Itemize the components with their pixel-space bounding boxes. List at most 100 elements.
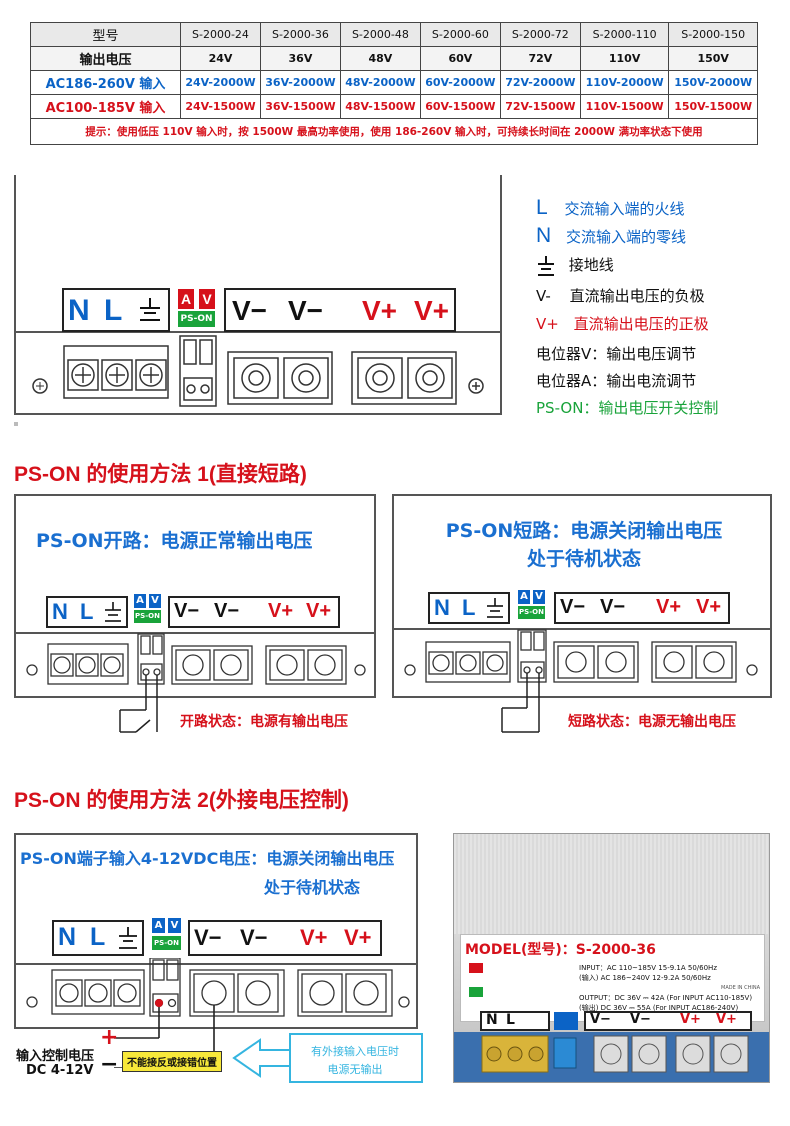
terminal-vminus-label: V− <box>560 596 586 618</box>
method2-caption-line2: 处于待机状态 <box>264 878 361 897</box>
photo-n-label: N <box>486 1012 498 1028</box>
open-caption: PS-ON开路：电源正常输出电压 <box>36 530 313 552</box>
photo-model: MODEL(型号)：S-2000-36 <box>465 942 656 958</box>
ground-icon <box>487 598 503 618</box>
table-row-note: 提示：使用低压 110V 输入时，按 1500W 最高功率使用，使用 186-2… <box>30 118 758 145</box>
power-cell: 36V-2000W <box>259 70 341 95</box>
photo-ac-label-box <box>480 1011 550 1031</box>
terminal-vplus-label: V+ <box>696 596 722 618</box>
model-cell: S-2000-36 <box>259 22 341 47</box>
dc-label-box <box>554 592 730 624</box>
photo-vent <box>454 834 769 934</box>
table-note: 提示：使用低压 110V 输入时，按 1500W 最高功率使用，使用 186-2… <box>30 118 758 145</box>
photo-vplus-label: V+ <box>680 1012 701 1027</box>
table-row-ac100: AC100-185V 输入 24V-1500W 36V-1500W 48V-15… <box>30 94 758 119</box>
photo-flag-green <box>469 987 483 997</box>
photo-made-in: MADE IN CHINA <box>721 985 761 991</box>
terminal-vplus-label: V+ <box>414 295 450 326</box>
ground-icon <box>105 602 121 622</box>
ground-icon <box>538 255 554 276</box>
method2-caption-line1: PS-ON端子输入4-12VDC电压：电源关闭输出电压 <box>20 849 395 868</box>
ac186-label: AC186-260V 输入 <box>30 70 181 95</box>
callout-arrow <box>232 1033 423 1083</box>
pot-a-label: A <box>518 590 530 604</box>
legend-vplus: V+ 直流输出电压的正极 <box>536 313 709 334</box>
power-cell: 72V-2000W <box>499 70 581 95</box>
terminal-vminus-label: V− <box>288 295 324 326</box>
minus-sign: − <box>100 1052 119 1077</box>
voltage-cell: 72V <box>499 46 581 71</box>
power-cell: 60V-1500W <box>419 94 501 119</box>
model-cell: S-2000-110 <box>579 22 670 47</box>
power-cell: 24V-2000W <box>180 70 261 95</box>
header-label: 型号 <box>30 22 181 47</box>
power-cell: 72V-1500W <box>499 94 581 119</box>
power-cell: 110V-1500W <box>579 94 670 119</box>
method2-title: PS-ON 的使用方法 2(外接电压控制) <box>14 789 349 812</box>
pson-label: PS-ON <box>134 610 161 623</box>
power-cell: 48V-1500W <box>339 94 421 119</box>
photo-vminus-label: V− <box>590 1012 611 1027</box>
pot-v-label: V <box>533 590 545 604</box>
pot-a-label: A <box>134 594 146 608</box>
ac-label-box <box>46 596 128 628</box>
legend-vplus-key: V+ <box>536 315 559 333</box>
power-cell: 24V-1500W <box>180 94 261 119</box>
terminal-n-label: N <box>68 294 90 327</box>
pot-a-label: A <box>152 918 165 933</box>
terminal-vminus-label: V− <box>194 925 222 950</box>
photo-input-cn: (输入) AC 186~240V 12-9.2A 50/60Hz <box>579 974 711 982</box>
panel-divider <box>16 632 374 634</box>
legend-vminus-key: V- <box>536 287 551 305</box>
legend-ground: 接地线 <box>536 254 614 277</box>
ground-icon <box>140 298 160 321</box>
legend-pot-v: 电位器V：输出电压调节 <box>536 345 697 363</box>
photo-spec-label: MODEL(型号)：S-2000-36 INPUT：AC 110~185V 15… <box>460 934 765 1022</box>
terminal-vminus-label: V− <box>240 925 268 950</box>
terminal-l-label: L <box>104 294 123 327</box>
ac100-label: AC100-185V 输入 <box>30 94 181 119</box>
voltage-cell: 60V <box>419 46 501 71</box>
voltage-cell: 48V <box>339 46 421 71</box>
power-cell: 110V-2000W <box>579 70 670 95</box>
legend-pson: PS-ON：输出电压开关控制 <box>536 399 719 417</box>
terminal-l-label: L <box>80 599 94 624</box>
terminal-vplus-label: V+ <box>344 925 372 950</box>
terminal-n-label: N <box>58 923 77 951</box>
pson-label: PS-ON <box>518 606 545 619</box>
model-cell: S-2000-72 <box>499 22 581 47</box>
photo-vplus-label: V+ <box>716 1012 737 1027</box>
legend-vminus: V- 直流输出电压的负极 <box>536 285 705 306</box>
terminal-vminus-label: V− <box>232 295 268 326</box>
pot-a-label: A <box>178 289 194 309</box>
pot-v-label: V <box>149 594 161 608</box>
ground-icon <box>119 927 137 949</box>
terminal-n-label: N <box>434 595 450 620</box>
photo-l-label: L <box>506 1012 515 1028</box>
photo-terminals <box>454 1032 769 1082</box>
power-cell: 150V-2000W <box>668 70 758 95</box>
legend-ground-text: 接地线 <box>568 256 614 274</box>
terminal-vplus-label: V+ <box>656 596 682 618</box>
ac-label-box <box>52 920 144 956</box>
open-state-label: 开路状态：电源有输出电压 <box>180 714 348 730</box>
input-voltage-label: 输入控制电压 <box>16 1049 95 1064</box>
power-cell: 60V-2000W <box>419 70 501 95</box>
photo-output: OUTPUT：DC 36V ⎓ 42A (For INPUT AC110-185… <box>579 994 753 1002</box>
dc-label-box <box>168 596 340 628</box>
voltage-label: 输出电压 <box>30 46 181 71</box>
ac-label-box <box>62 288 170 332</box>
photo-vminus-label: V− <box>630 1012 651 1027</box>
pot-v-label: V <box>199 289 215 309</box>
panel-divider <box>16 331 500 333</box>
pson-label: PS-ON <box>152 936 181 950</box>
panel-divider <box>16 963 416 965</box>
terminal-block-drawing <box>26 633 366 733</box>
callout-line2: 电源无输出 <box>327 1063 383 1076</box>
photo-output-cn: (输出) DC 36V ⎓ 55A (For INPUT AC186-240V) <box>579 1004 739 1012</box>
pot-v-label: V <box>168 918 181 933</box>
voltage-cell: 150V <box>668 46 758 71</box>
table-row-ac186: AC186-260V 输入 24V-2000W 36V-2000W 48V-20… <box>30 70 758 95</box>
voltage-cell: 36V <box>259 46 341 71</box>
voltage-cell: 24V <box>180 46 261 71</box>
